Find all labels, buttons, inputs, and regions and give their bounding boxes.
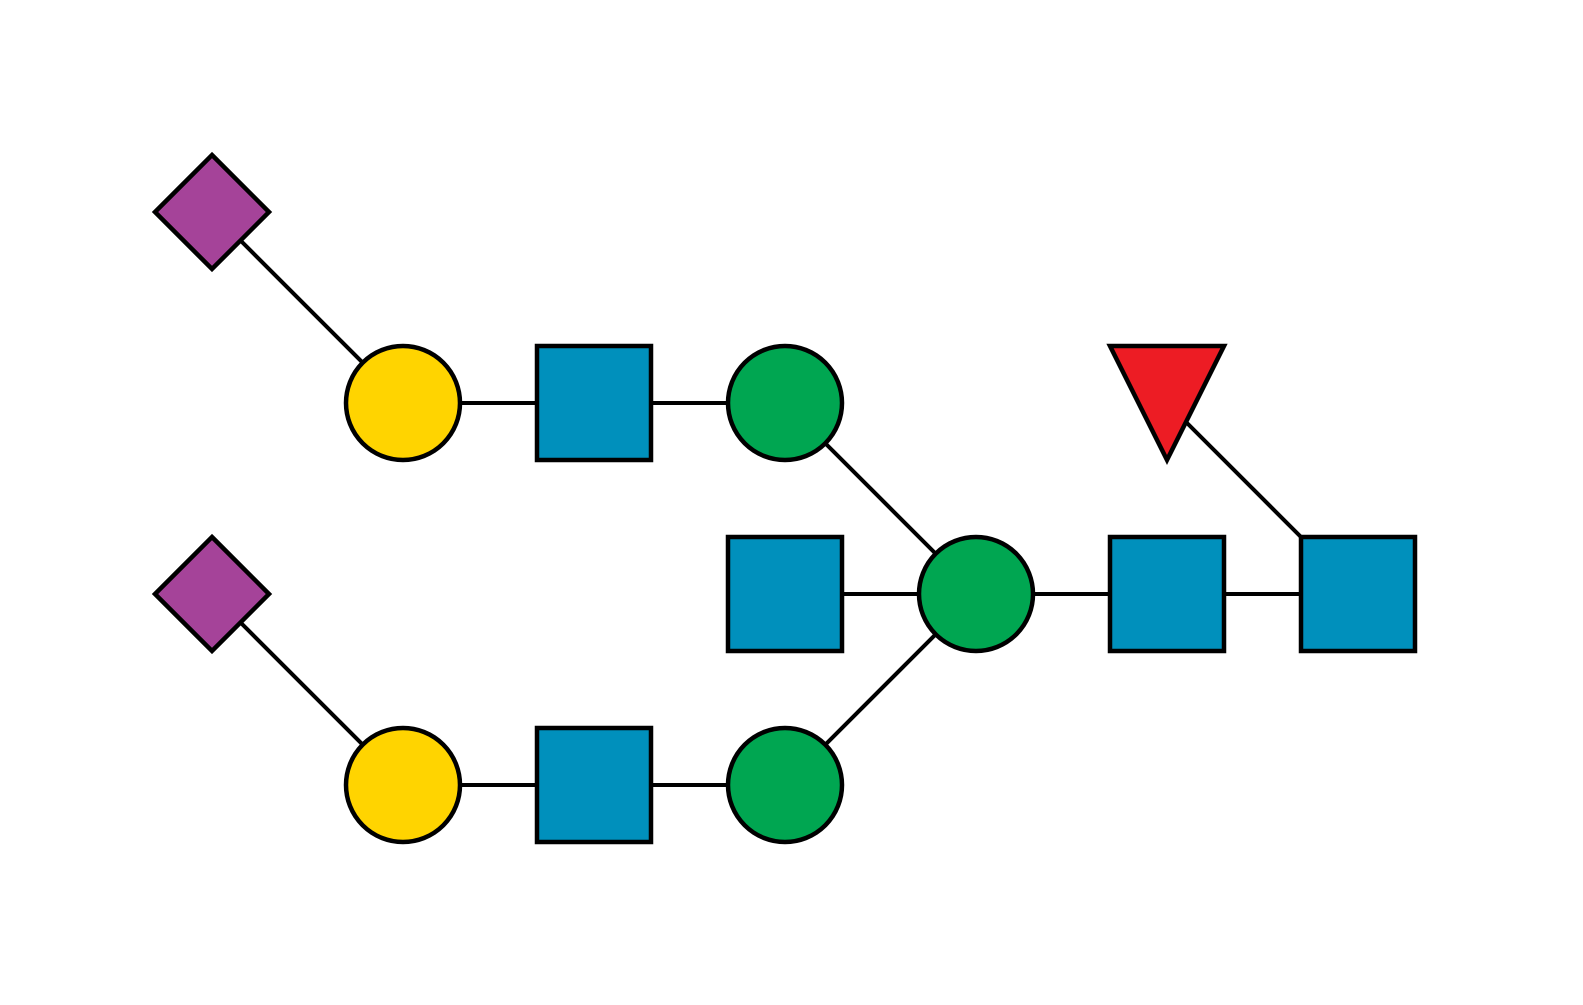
gal-bottom-galactose-circle-icon	[343, 725, 463, 845]
man-bottom-mannose-circle-icon	[725, 725, 845, 845]
gal-top-galactose-circle-icon	[343, 343, 463, 463]
fuc-core-fucose-triangle-icon	[1106, 343, 1228, 466]
man-top-mannose-circle-icon	[725, 343, 845, 463]
residue-symbols	[151, 151, 1418, 845]
glcnac-core-1-glcnac-square-icon	[1107, 534, 1227, 654]
glcnac-top-arm-glcnac-square-icon	[534, 343, 654, 463]
glcnac-bottom-arm-glcnac-square-icon	[534, 725, 654, 845]
neu5ac-bottom-neu5ac-diamond-icon	[151, 533, 273, 655]
neu5ac-top-neu5ac-diamond-icon	[151, 151, 273, 273]
man-core-mannose-circle-icon	[916, 534, 1036, 654]
glcnac-bisecting-glcnac-square-icon	[725, 534, 845, 654]
glcnac-reducing-end-glcnac-square-icon	[1298, 534, 1418, 654]
